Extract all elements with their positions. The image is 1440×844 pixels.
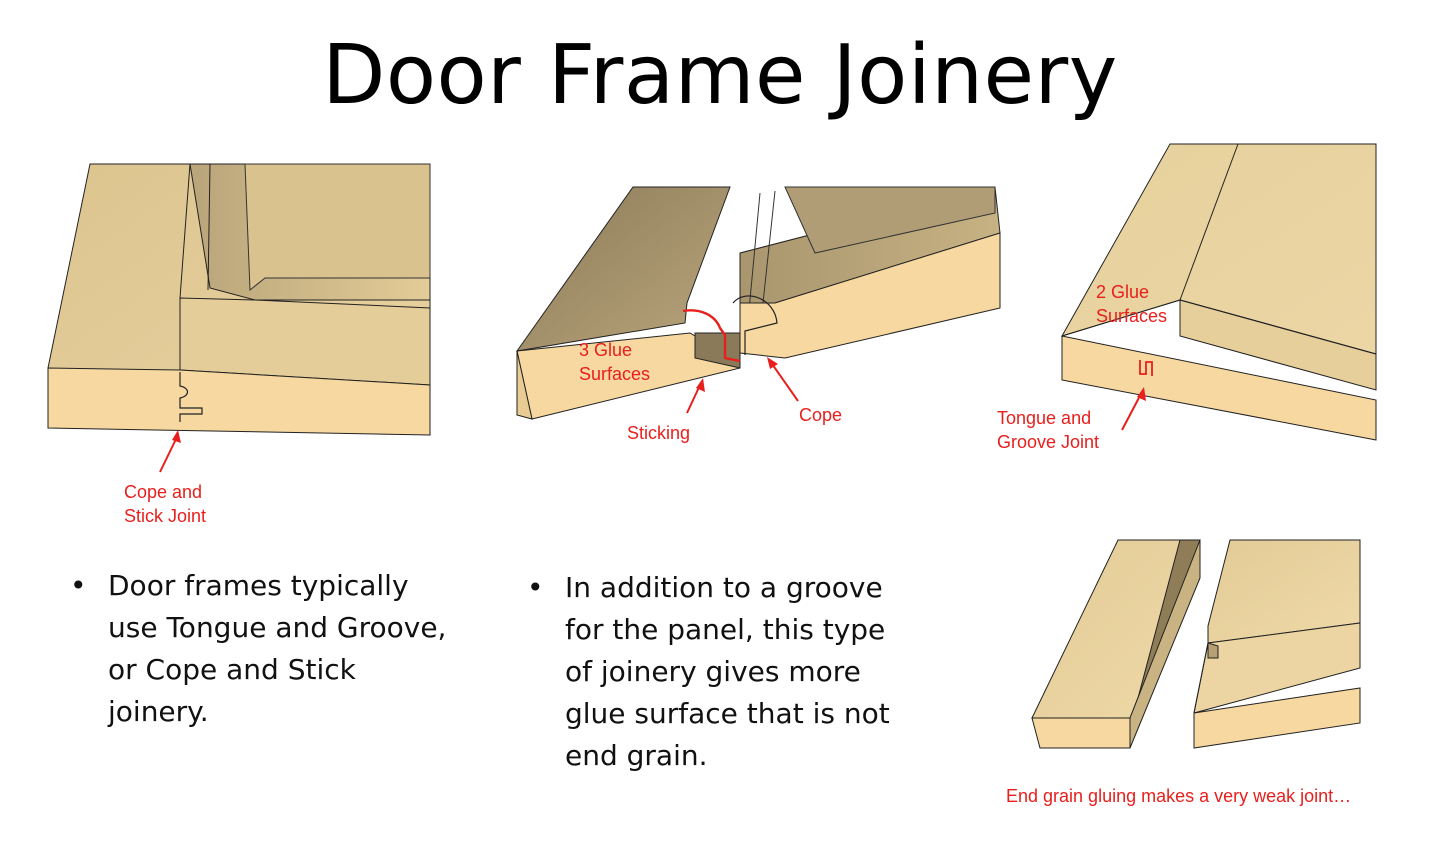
end-grain-illustration xyxy=(1031,539,1361,749)
bullet-line: joinery. xyxy=(108,695,209,728)
slide-title: Door Frame Joinery xyxy=(322,28,1118,123)
bullet-joinery-types: • Door frames typically use Tongue and G… xyxy=(70,565,488,733)
bullet-line: In addition to a groove xyxy=(565,571,883,604)
sticking-label: Sticking xyxy=(627,423,691,443)
tongue-groove-label-line2: Groove Joint xyxy=(997,432,1100,452)
cope-stick-label-line2: Stick Joint xyxy=(124,506,207,526)
tongue-groove-illustration xyxy=(1060,143,1377,441)
bullet-line: glue surface that is not xyxy=(565,697,890,730)
bullet-line: for the panel, this type xyxy=(565,613,886,646)
cope-label: Cope xyxy=(799,405,843,425)
bullet-line: Door frames typically xyxy=(108,569,409,602)
bullet-line: use Tongue and Groove, xyxy=(108,611,447,644)
cope-detail-illustration xyxy=(515,186,1001,420)
three-glue-label-line1: 3 Glue xyxy=(579,340,633,360)
end-grain-caption: End grain gluing makes a very weak joint… xyxy=(1006,786,1352,806)
tongue-groove-label-line1: Tongue and xyxy=(997,408,1092,428)
bullet-line: or Cope and Stick xyxy=(108,653,356,686)
cope-stick-illustration xyxy=(47,163,431,473)
two-glue-label-line1: 2 Glue xyxy=(1096,282,1150,302)
bullet-symbol: • xyxy=(70,569,87,602)
cope-stick-label-line1: Cope and xyxy=(124,482,203,502)
bullet-line: end grain. xyxy=(565,739,708,772)
bullet-line: of joinery gives more xyxy=(565,655,861,688)
three-glue-label-line2: Surfaces xyxy=(579,364,651,384)
two-glue-label-line2: Surfaces xyxy=(1096,306,1168,326)
bullet-glue-surface: • In addition to a groove for the panel,… xyxy=(527,567,945,777)
bullet-symbol: • xyxy=(527,571,544,604)
